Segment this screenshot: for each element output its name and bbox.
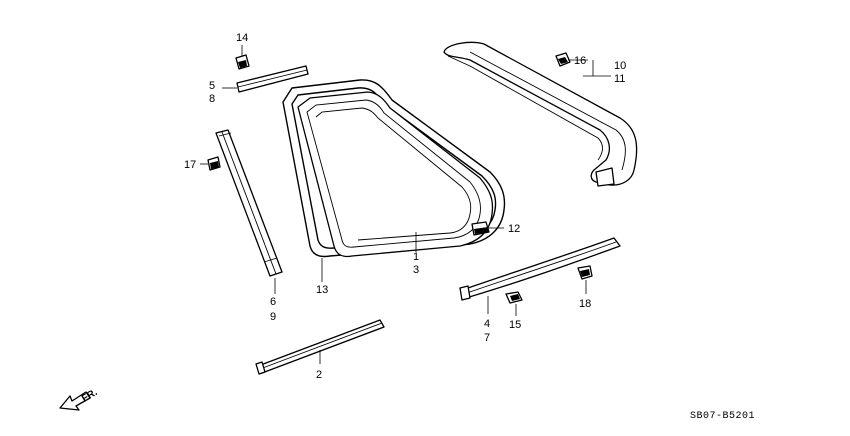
callout-1: 1 (413, 251, 419, 263)
callout-5: 5 (209, 80, 215, 92)
part-10-11-roof-molding (443, 41, 638, 187)
callout-3: 3 (413, 264, 419, 276)
part-12-clip (471, 221, 490, 236)
part-2-sill-molding (255, 319, 385, 375)
leader-lines (200, 45, 611, 364)
callout-9: 9 (270, 311, 276, 323)
front-direction-indicator: FR. (59, 387, 100, 411)
part-18-clip (577, 265, 593, 280)
callout-4: 4 (484, 318, 490, 330)
callout-12: 12 (508, 223, 520, 235)
callout-2: 2 (316, 369, 322, 381)
part-16-clip (555, 52, 571, 67)
callout-13: 13 (316, 284, 328, 296)
part-13-window-frame (282, 79, 506, 258)
callout-11: 11 (614, 73, 625, 85)
part-6-9-pillar-molding (215, 129, 283, 277)
callout-labels: 14 5 8 17 6 9 13 1 3 2 16 10 11 12 4 7 1… (184, 32, 626, 381)
arrow-down-left-icon (59, 391, 91, 411)
callout-17: 17 (184, 159, 196, 171)
callout-15: 15 (509, 319, 521, 331)
part-17-clip (207, 156, 221, 171)
callout-16: 16 (574, 55, 586, 67)
part-14-clip (235, 54, 250, 70)
part-5-8-upper-molding (236, 65, 309, 93)
callout-14: 14 (236, 32, 248, 44)
direction-label: FR. (80, 387, 100, 405)
callout-8: 8 (209, 93, 215, 105)
callout-10: 10 (614, 60, 626, 72)
callout-6: 6 (270, 296, 276, 308)
part-1-3-quarter-glass (297, 91, 494, 258)
part-15-clip (505, 291, 523, 304)
callout-18: 18 (579, 298, 591, 310)
part-4-7-lower-molding (459, 237, 621, 301)
callout-7: 7 (484, 332, 490, 344)
diagram-code: SB07-B5201 (690, 411, 755, 422)
